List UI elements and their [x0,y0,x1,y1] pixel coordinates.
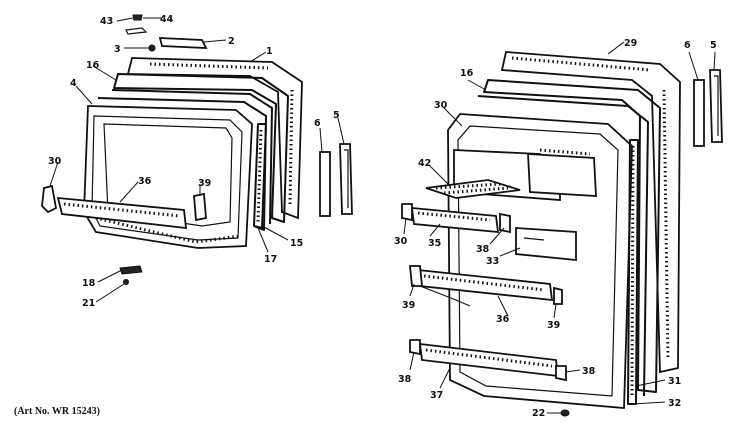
freezer-handle-left [319,151,331,217]
callout-42: 42 [418,158,431,169]
callout-43: 43 [100,16,113,27]
shelf-end-cap-right [193,192,207,222]
callout-1: 1 [266,46,273,57]
callout-30-shelf: 30 [394,236,408,247]
fresh-food-handle-right [709,69,723,143]
screw [123,279,129,285]
middle-shelf-end-right [553,286,563,305]
callout-33: 33 [486,256,499,267]
plug-button [560,409,570,417]
callout-38-lower-right: 38 [582,366,596,377]
callout-35: 35 [428,238,441,249]
callout-3: 3 [114,44,121,55]
callout-labels: 43 44 2 3 1 16 4 6 5 30 36 39 15 17 18 2… [48,14,717,419]
freezer-handle-right [339,143,353,215]
middle-shelf-end-left [409,265,423,287]
callout-4: 4 [70,78,77,89]
callout-6-right: 6 [684,40,691,51]
freezer-door-shelf [56,196,188,230]
callout-36-left: 36 [138,176,152,187]
leader-lines [49,17,716,414]
callout-30-left: 30 [48,156,62,167]
callout-30-top: 30 [434,100,448,111]
fresh-food-door-gasket [483,79,661,393]
art-number-caption: (Art No. WR 15243) [14,406,100,417]
hinge-pin-cap [132,14,143,21]
callout-22: 22 [532,408,545,419]
callout-18: 18 [82,278,96,289]
fresh-food-outer-door-panel [500,51,681,374]
callout-5-left: 5 [333,110,340,121]
callout-32: 32 [668,398,681,409]
fresh-food-door-assembly [401,51,723,417]
butter-bin [515,227,577,261]
callout-5-right: 5 [710,40,717,51]
door-hinge-strip [627,139,639,405]
callout-21: 21 [82,298,95,309]
callout-15: 15 [290,238,303,249]
callout-6-left: 6 [314,118,321,129]
freezer-door-assembly [41,14,353,285]
stop-bracket [119,265,143,275]
freezer-hinge-strip [253,123,267,229]
callout-39-left: 39 [198,178,211,189]
upper-shelf-end-left [401,203,413,222]
callout-31: 31 [668,376,681,387]
freezer-handle-top [158,37,208,49]
callout-17: 17 [264,254,277,265]
upper-door-shelf [410,206,500,234]
callout-29: 29 [624,38,637,49]
callout-44: 44 [160,14,174,25]
lower-shelf-end-left [409,339,421,356]
callout-36-right: 36 [496,314,510,325]
lower-shelf-end-right [555,365,567,382]
callout-16-left: 16 [86,60,100,71]
freezer-door-gasket [113,73,289,223]
callout-38-upper: 38 [476,244,490,255]
callout-16-right: 16 [460,68,474,79]
upper-shelf-end-right [499,212,511,234]
callout-39-middle-left: 39 [402,300,415,311]
callout-37: 37 [430,390,443,401]
callout-2: 2 [228,36,235,47]
callout-39-middle-right: 39 [547,320,560,331]
dairy-door [527,153,597,197]
callout-38-lower-left: 38 [398,374,412,385]
shelf-end-cap-left [41,184,58,214]
fresh-food-handle-left [693,79,705,147]
